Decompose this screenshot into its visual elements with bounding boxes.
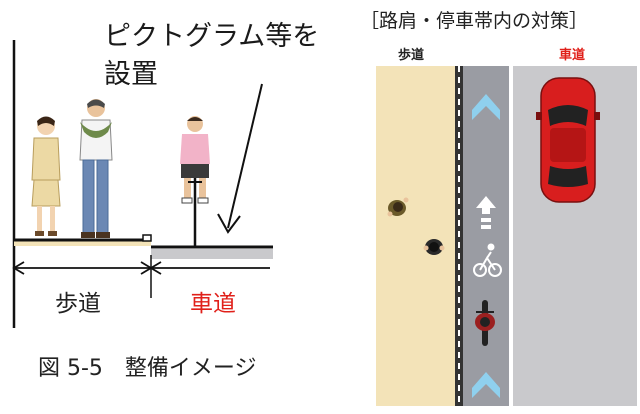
pictogram-annotation-line1: ピクトグラム等を — [104, 21, 320, 52]
figure-caption: 図 5-5 整備イメージ — [38, 356, 257, 381]
plan-sidewalk — [376, 66, 456, 406]
roadway-surface — [151, 249, 273, 259]
lane-arrow-icon — [472, 372, 500, 398]
car-topview-icon — [536, 77, 600, 203]
cyclist-topview-icon — [475, 300, 495, 346]
cross-section-illustration: ピクトグラム等を 設置 歩道 車道 図 5-5 整備イメージ — [12, 21, 320, 381]
pictogram-annotation-line2: 設置 — [104, 59, 158, 90]
pedestrian-woman-icon — [31, 116, 61, 236]
curb — [142, 234, 152, 242]
sidewalk-surface — [14, 240, 151, 246]
cross-section-drawing — [12, 40, 273, 328]
pointer-line — [227, 83, 263, 229]
plan-view-drawing — [376, 66, 637, 406]
plan-sidewalk-label: 歩道 — [398, 48, 425, 63]
pointer-arrowhead — [217, 213, 241, 234]
cyclist-icon — [180, 116, 210, 246]
plan-lane-divider — [509, 66, 513, 406]
plan-view-title: ［路肩・停車帯内の対策］ — [360, 10, 589, 32]
bicycle-pictogram-icon — [473, 243, 502, 277]
plan-roadway-label: 車道 — [559, 48, 586, 63]
pedestrian-topview-icon — [423, 239, 445, 255]
direction-arrow-icon — [476, 196, 496, 214]
plan-view-panel: ［路肩・停車帯内の対策］ — [350, 0, 640, 410]
lane-arrow-icon — [472, 94, 500, 120]
sidewalk-label: 歩道 — [55, 291, 101, 317]
pedestrian-topview-icon — [387, 197, 409, 217]
pedestrian-man-icon — [79, 99, 113, 238]
plan-bike-lane — [463, 66, 509, 406]
roadway-label: 車道 — [190, 291, 236, 317]
